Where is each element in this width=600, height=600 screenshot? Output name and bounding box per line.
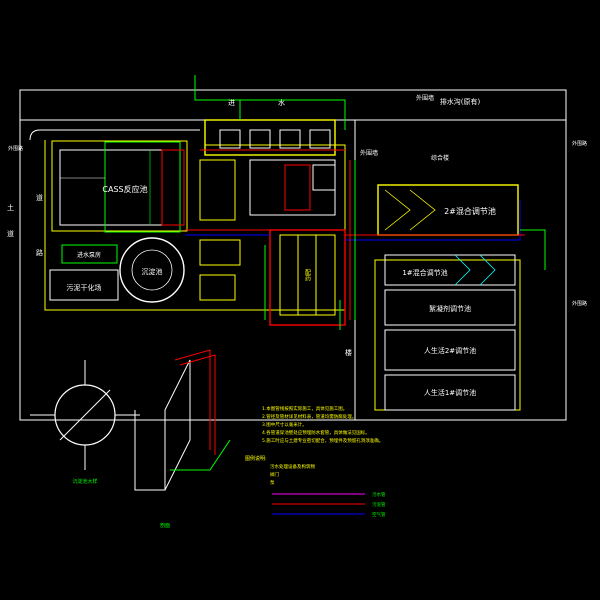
clarifier: 沉淀池	[119, 237, 185, 303]
small-tanks	[199, 159, 241, 301]
right-road-label: 外围路	[572, 140, 587, 147]
note-3: 3.图中尺寸以毫米计。	[262, 421, 307, 428]
sludge-reg-pool-label: 絮凝剂调节池	[429, 304, 471, 313]
detail-circle-title: 沉淀池大样	[72, 478, 97, 485]
legend-item-3: 泵	[270, 480, 275, 486]
central-building: 配药	[204, 119, 346, 326]
mid-vert-2: 水	[278, 98, 285, 107]
mid-vert-1: 进	[228, 99, 235, 107]
detail-section-title: 剖面	[160, 522, 170, 529]
legend-line-1: 污水管	[372, 491, 386, 498]
human-2-label: 人生活2#调节池	[424, 346, 476, 355]
note-2: 2.管径及管材详见材料表，管道均需防腐处理。	[262, 413, 356, 420]
sludge-dry-yard: 污泥干化场 进水泵房	[49, 244, 119, 301]
legend-line-2: 污泥管	[372, 501, 386, 508]
detail-circle: 沉淀池大样	[30, 360, 140, 485]
clarifier-label: 沉淀池	[142, 267, 163, 276]
legend-line-3: 空气管	[372, 511, 386, 518]
pipelines	[185, 75, 546, 330]
detail-section: 剖面	[134, 349, 231, 529]
pool-1-mix-label: 1#混合调节池	[402, 268, 447, 277]
pool-2-mix-label: 2#混合调节池	[444, 206, 496, 216]
north-wall-label: 外围墙	[416, 94, 434, 102]
side-road-label: 外围路	[572, 300, 587, 307]
legend-item-1: 污水处理设备及构筑物	[270, 463, 315, 470]
legend-title: 图例说明:	[245, 455, 267, 462]
human-1-label: 人生活1#调节池	[424, 388, 476, 397]
left-vert-3: 道	[36, 193, 43, 202]
left-vert-4: 路	[36, 248, 43, 257]
sludge-reg-label: 配药	[304, 269, 311, 282]
north-road-label: 排水沟(原有)	[440, 97, 481, 106]
left-road-label: 外围路	[8, 145, 23, 152]
stairs-label: 楼	[345, 348, 352, 357]
cass-pool-label: CASS反应池	[102, 184, 147, 194]
note-1: 1.本图管线按照实际施工，具体见施工图。	[262, 405, 347, 412]
note-4: 4.各管道穿池壁处应预埋防水套管，具体做法见国标。	[262, 429, 370, 436]
sludge-dry-label: 污泥干化场	[67, 283, 102, 292]
legend-item-2: 阀门	[270, 471, 279, 478]
left-vert-2: 道	[7, 229, 14, 238]
inlet-room-label: 进水泵房	[77, 251, 101, 259]
left-vert-1: 土	[7, 203, 14, 212]
outer-wall-label: 外围墙	[360, 149, 378, 157]
note-5: 5.施工时应与土建专业密切配合，预埋件及预留孔洞须准确。	[262, 437, 383, 444]
office-label: 综合楼	[431, 154, 449, 162]
cass-pool: CASS反应池	[59, 141, 185, 233]
notes-block: 1.本图管线按照实际施工，具体见施工图。 2.管径及管材详见材料表，管道均需防腐…	[262, 405, 383, 444]
legend: 图例说明: 污水处理设备及构筑物 阀门 泵 污水管 污泥管 空气管	[245, 455, 386, 518]
right-pools: 2#混合调节池 1#混合调节池 絮凝剂调节池 人生活2#调节池 人生活1#调节池	[377, 184, 519, 411]
